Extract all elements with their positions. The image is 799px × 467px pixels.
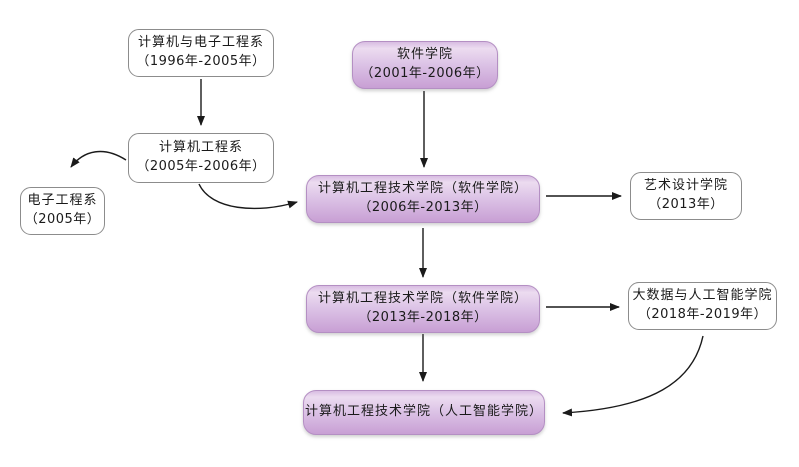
node-cetc-software-2013: 计算机工程技术学院（软件学院） （2013年-2018年） <box>306 285 540 333</box>
node-label: 计算机工程技术学院（软件学院） <box>317 181 528 197</box>
edge-computereng-to-cetc2006 <box>198 183 298 210</box>
node-ee-dept: 电子工程系 （2005年） <box>20 187 105 235</box>
node-computer-eng-dept: 计算机工程系 （2005年-2006年） <box>128 133 274 183</box>
node-years: （2006年-2013年） <box>358 200 488 215</box>
node-years: （2013年） <box>648 197 724 212</box>
node-label: 大数据与人工智能学院 <box>632 288 773 304</box>
node-years: （2001年-2006年） <box>360 66 490 81</box>
edge-bigdata-to-cetcai <box>562 335 704 417</box>
node-years: （2005年-2006年） <box>136 159 266 174</box>
node-label: 计算机与电子工程系 <box>137 35 264 51</box>
node-art-design-college: 艺术设计学院 （2013年） <box>630 172 742 220</box>
node-label: 电子工程系 <box>27 193 98 209</box>
node-label: 计算机工程系 <box>158 140 243 156</box>
node-cetc-ai: 计算机工程技术学院（人工智能学院） <box>303 390 545 435</box>
node-years: （1996年-2005年） <box>136 54 266 69</box>
node-label: 计算机工程技术学院（人工智能学院） <box>304 404 543 420</box>
node-bigdata-ai-college: 大数据与人工智能学院 （2018年-2019年） <box>628 282 777 330</box>
node-cetc-software-2006: 计算机工程技术学院（软件学院） （2006年-2013年） <box>306 175 540 223</box>
node-cs-ee-dept: 计算机与电子工程系 （1996年-2005年） <box>128 29 274 77</box>
edge-computereng-to-eedept <box>70 150 127 168</box>
node-years: （2005年） <box>24 212 101 227</box>
node-years: （2018年-2019年） <box>637 307 768 322</box>
node-software-college: 软件学院 （2001年-2006年） <box>352 41 498 89</box>
node-label: 计算机工程技术学院（软件学院） <box>317 291 528 307</box>
node-label: 艺术设计学院 <box>643 178 728 194</box>
node-label: 软件学院 <box>396 47 453 63</box>
node-years: （2013年-2018年） <box>358 310 488 325</box>
